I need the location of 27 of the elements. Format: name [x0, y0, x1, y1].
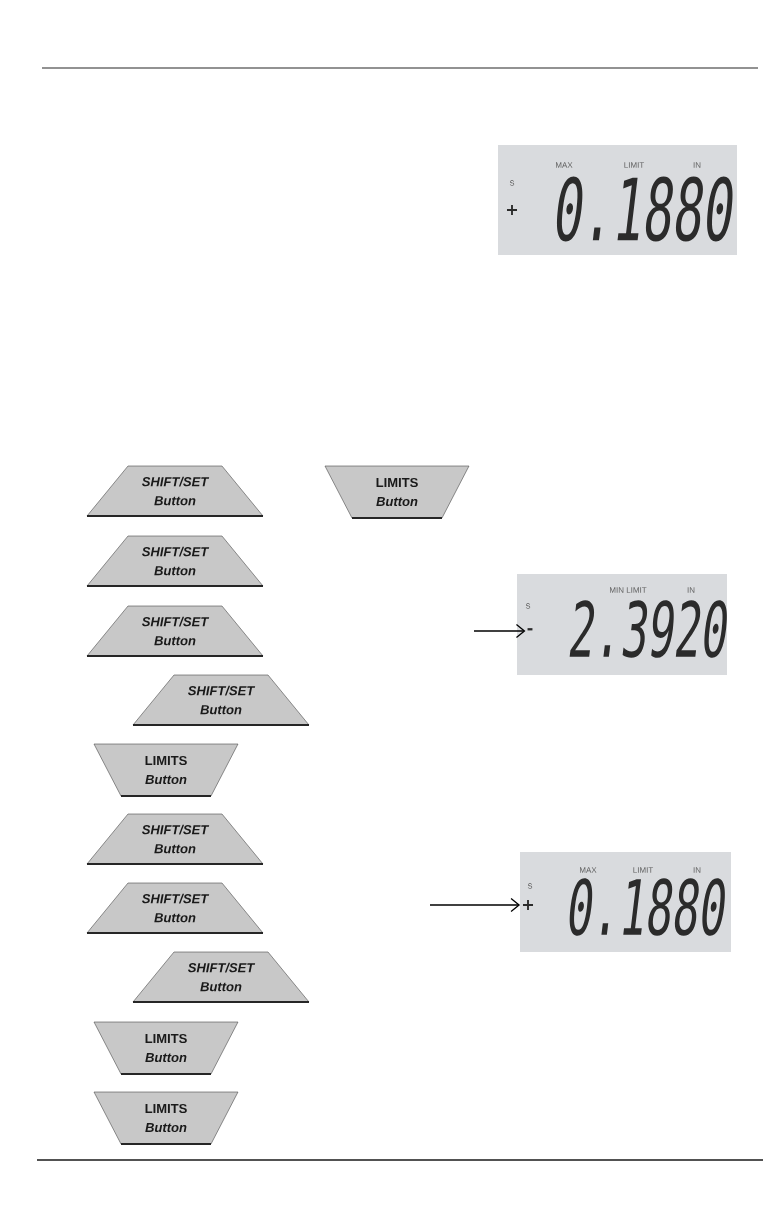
- trapezoid-button: SHIFT/SET Button: [86, 882, 264, 934]
- indicator-label: LIMIT: [633, 867, 654, 873]
- trapezoid-button: SHIFT/SET Button: [132, 674, 310, 726]
- digit-readout: 0.1880: [556, 176, 733, 242]
- digit-readout: 0.1880: [569, 878, 725, 936]
- arrow: [429, 897, 521, 913]
- indicator-label: MAX: [556, 162, 573, 168]
- trapezoid-button: LIMITS Button: [324, 465, 470, 519]
- sign-indicator: -: [527, 628, 533, 631]
- trapezoid-button: SHIFT/SET Button: [86, 535, 264, 587]
- indicator-label: LIMIT: [624, 162, 645, 168]
- trapezoid-button: SHIFT/SET Button: [86, 465, 264, 517]
- arrow: [473, 623, 526, 639]
- trapezoid-button: SHIFT/SET Button: [132, 951, 310, 1003]
- trapezoid-button: LIMITS Button: [93, 1091, 239, 1145]
- digit-readout: 2.3920: [569, 600, 727, 658]
- trapezoid-button: SHIFT/SET Button: [86, 813, 264, 865]
- indicator-label: IN: [693, 867, 701, 873]
- indicator-label: MAX: [580, 867, 597, 873]
- indicator-label: IN: [693, 162, 701, 168]
- trapezoid-button: LIMITS Button: [93, 743, 239, 797]
- sign-indicator: +: [523, 900, 533, 910]
- indicator-label: IN: [687, 587, 695, 593]
- sign-indicator: +: [507, 205, 517, 215]
- trapezoid-button: LIMITS Button: [93, 1021, 239, 1075]
- trapezoid-button: SHIFT/SET Button: [86, 605, 264, 657]
- indicator-label: MIN LIMIT: [610, 587, 647, 593]
